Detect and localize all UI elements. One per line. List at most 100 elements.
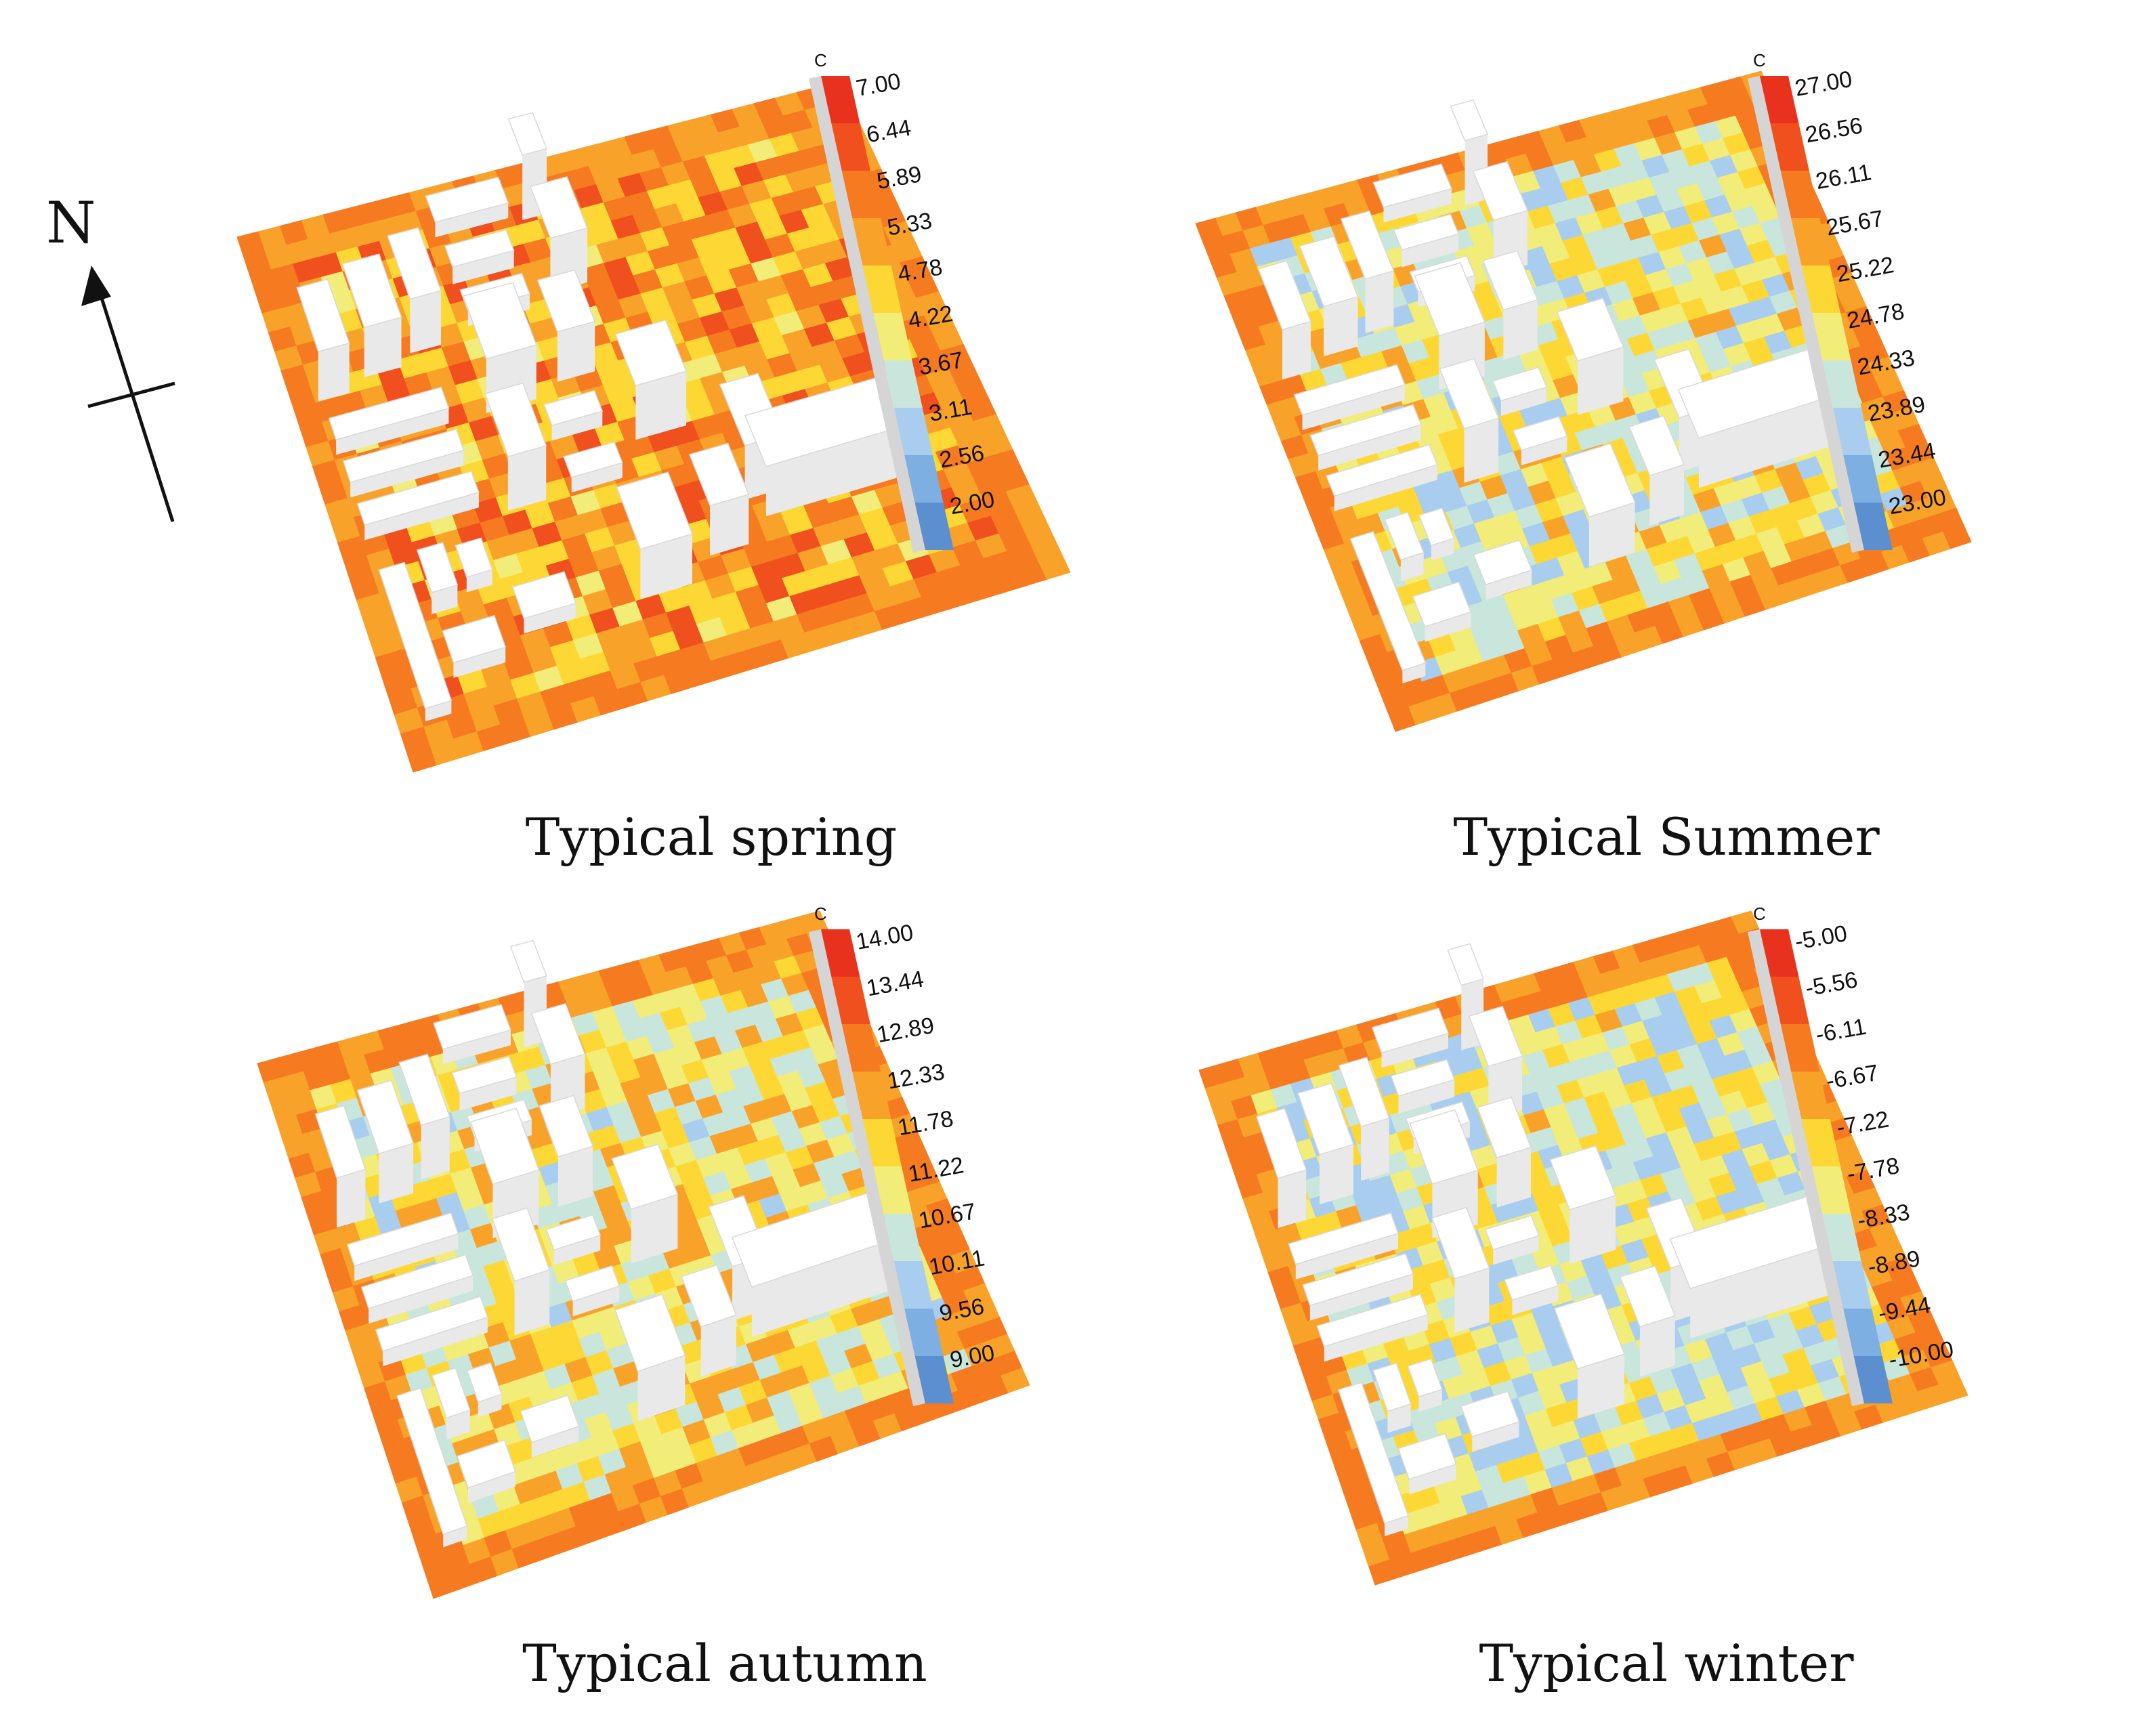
building-front xyxy=(337,1169,366,1228)
legend-tick-label: 14.00 xyxy=(854,920,915,955)
building-roof xyxy=(455,537,493,578)
building-front xyxy=(425,700,452,722)
legend-swatch xyxy=(1832,408,1872,455)
building-front xyxy=(1302,385,1405,431)
building-front xyxy=(435,203,509,238)
legend-tick-label: -6.11 xyxy=(1814,1014,1868,1048)
legend-swatch xyxy=(852,218,891,266)
panel-typical-spring: C7.006.445.895.334.784.223.673.112.562.0… xyxy=(236,50,1071,867)
legend-swatch xyxy=(1801,266,1840,313)
caption-summer: Typical Summer xyxy=(1453,807,1880,867)
legend-tick-label: 12.89 xyxy=(875,1013,936,1048)
building xyxy=(416,542,459,614)
building-front xyxy=(1400,552,1424,582)
building xyxy=(1556,297,1624,415)
building-front xyxy=(1324,296,1358,357)
building-front xyxy=(557,321,595,382)
building-front xyxy=(1521,436,1567,466)
building-front xyxy=(1334,465,1437,511)
building-roof xyxy=(416,542,459,593)
legend-swatch xyxy=(1791,218,1830,266)
legend-tick-label: 13.44 xyxy=(864,966,925,1001)
building-front xyxy=(1464,418,1499,483)
building xyxy=(1393,213,1460,268)
building xyxy=(543,389,604,441)
legend-swatch xyxy=(1843,455,1882,503)
legend-tick-label: 5.89 xyxy=(875,161,924,194)
building-roof xyxy=(1512,416,1568,451)
building-roof xyxy=(688,442,750,507)
building xyxy=(1340,210,1395,333)
building-roof xyxy=(1450,99,1489,142)
building-front xyxy=(507,445,547,511)
building-roof xyxy=(616,471,693,550)
north-label: N xyxy=(46,190,96,256)
building-front xyxy=(710,494,749,556)
building xyxy=(425,176,509,238)
building-front xyxy=(410,291,441,354)
building-front xyxy=(431,585,458,614)
legend-swatch xyxy=(821,76,860,123)
building-front xyxy=(1486,570,1532,600)
building-roof xyxy=(425,176,509,223)
building xyxy=(1372,163,1452,223)
legend-tick-label: 26.56 xyxy=(1803,112,1864,148)
building-roof xyxy=(387,227,442,300)
north-arrowhead-icon xyxy=(81,266,111,306)
building-front xyxy=(1649,465,1685,526)
building xyxy=(387,227,442,354)
building-front xyxy=(318,343,350,402)
building xyxy=(1563,443,1636,567)
building xyxy=(536,269,596,382)
building-roof xyxy=(1393,213,1460,251)
building-roof xyxy=(1299,236,1359,308)
building-roof xyxy=(1628,415,1685,477)
building xyxy=(378,562,452,722)
legend-tick-label: 12.33 xyxy=(885,1059,946,1094)
building xyxy=(1439,358,1500,483)
building-front xyxy=(453,647,506,678)
building-roof xyxy=(341,253,402,329)
building-roof xyxy=(563,441,623,478)
legend-swatch xyxy=(841,171,881,218)
building-roof xyxy=(1492,366,1548,402)
heat-cell xyxy=(1038,554,1071,580)
building-front xyxy=(1282,321,1311,380)
legend-swatch xyxy=(1760,76,1799,123)
building xyxy=(1349,530,1427,683)
building xyxy=(1492,366,1548,417)
building xyxy=(484,382,547,511)
building-roof xyxy=(1414,262,1486,337)
building-roof xyxy=(342,428,465,484)
building-roof xyxy=(509,939,547,983)
building-front xyxy=(640,534,692,599)
building xyxy=(511,571,576,634)
building-front xyxy=(1698,394,1836,488)
legend-swatch xyxy=(1812,313,1851,360)
building-roof xyxy=(507,112,548,156)
legend-tick-label: -7.22 xyxy=(1834,1106,1891,1141)
legend-tick-label: -5.56 xyxy=(1803,967,1859,1002)
building-front xyxy=(1454,1268,1490,1333)
building-front xyxy=(364,492,479,541)
building-roof xyxy=(1257,260,1311,331)
legend-swatch xyxy=(904,455,944,503)
building xyxy=(341,253,402,378)
building xyxy=(1309,404,1422,471)
building-front xyxy=(1588,502,1635,567)
building-roof xyxy=(1418,507,1455,547)
building-roof xyxy=(529,176,589,239)
building-roof xyxy=(1349,530,1427,671)
building-front xyxy=(1365,270,1394,333)
building xyxy=(455,537,493,593)
legend-shadow-strip xyxy=(1748,76,1864,553)
building-front xyxy=(1425,612,1471,642)
panel-typical-autumn: C14.0013.4412.8912.3311.7811.2210.6710.1… xyxy=(257,904,1030,1693)
legend-swatch xyxy=(914,503,954,550)
building xyxy=(1384,511,1425,582)
building-front xyxy=(1402,662,1426,683)
legend-tick-label: -6.67 xyxy=(1824,1060,1880,1095)
building-front xyxy=(571,463,623,493)
building xyxy=(1412,581,1472,642)
building-roof xyxy=(511,571,576,619)
